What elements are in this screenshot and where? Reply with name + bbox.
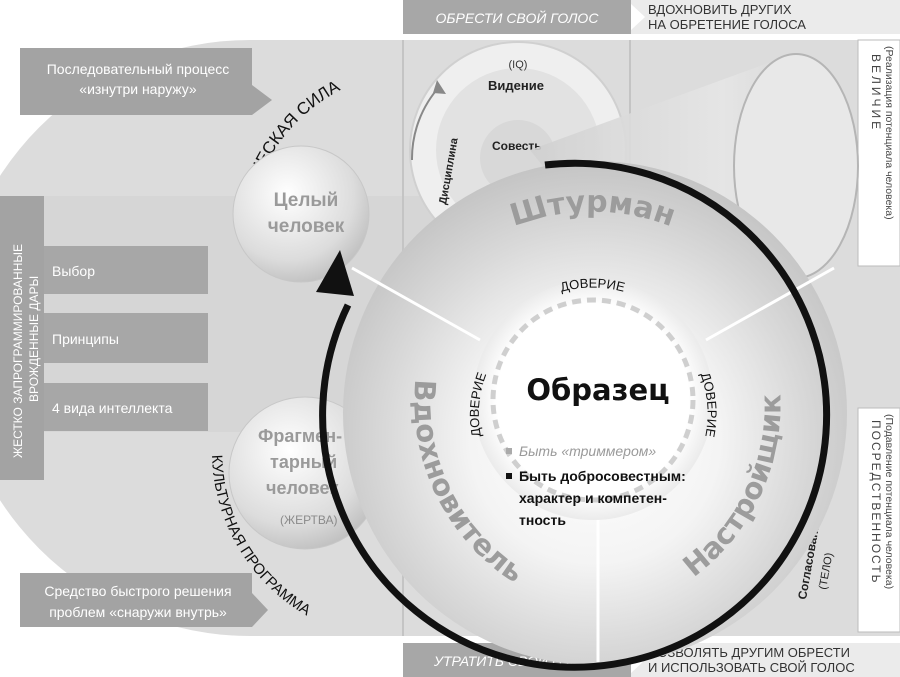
callout-bottom: Средство быстрого решения проблем «снару… bbox=[20, 573, 268, 627]
left-items: Выбор Принципы 4 вида интеллекта bbox=[44, 246, 208, 431]
right-bottom-label: ПОСРЕДСТВЕННОСТЬ (Подавление потенциала … bbox=[857, 407, 900, 633]
top-banner-left: ОБРЕСТИ СВОЙ ГОЛОС bbox=[436, 9, 600, 26]
left-vertical-line1: ЖЕСТКО ЗАПРОГРАММИРОВАННЫЕ bbox=[11, 244, 25, 458]
callout-top: Последовательный процесс «изнутри наружу… bbox=[20, 48, 272, 115]
top-banner-right-1: ВДОХНОВИТЬ ДРУГИХ bbox=[648, 2, 792, 17]
divider-left bbox=[351, 266, 481, 342]
trust-ring bbox=[490, 297, 696, 503]
left-item-choice: Выбор bbox=[52, 263, 95, 279]
main-circle-outline bbox=[319, 159, 831, 671]
right-top-label: ВЕЛИЧИЕ (Реализация потенциала человека) bbox=[857, 39, 900, 267]
bullet2-line2: характер и компетен- bbox=[519, 490, 667, 506]
left-item-intellect: 4 вида интеллекта bbox=[52, 400, 173, 416]
main-circle: Штурман Вдохновитель Настройщик ДОВЕРИЕ … bbox=[316, 159, 847, 671]
greatness-title: ВЕЛИЧИЕ bbox=[869, 54, 883, 132]
inner-iq: (IQ) bbox=[509, 59, 528, 71]
left-item-box bbox=[44, 383, 208, 431]
center-title: Образец bbox=[526, 373, 669, 407]
left-vertical-line2: ВРОЖДЕННЫЕ ДАРЫ bbox=[27, 276, 41, 402]
bullet1-text: Быть «триммером» bbox=[519, 443, 656, 459]
callout-top-line2: «изнутри наружу» bbox=[79, 81, 197, 97]
bullet-black bbox=[506, 473, 512, 479]
whole-person-line1: Целый bbox=[274, 190, 339, 211]
bullet2-line1: Быть добросовестным: bbox=[519, 468, 686, 484]
callout-bottom-line1: Средство быстрого решения bbox=[44, 583, 231, 599]
mediocrity-title: ПОСРЕДСТВЕННОСТЬ bbox=[869, 420, 883, 585]
inner-vision: Видение bbox=[488, 78, 544, 93]
top-banner: ОБРЕСТИ СВОЙ ГОЛОС ВДОХНОВИТЬ ДРУГИХ НА … bbox=[403, 0, 900, 34]
fragment-line3: человек bbox=[266, 478, 339, 498]
fragment-line1: Фрагмен- bbox=[258, 426, 342, 446]
divider-right bbox=[705, 266, 835, 342]
bottom-banner-right-2: И ИСПОЛЬЗОВАТЬ СВОЙ ГОЛОС bbox=[648, 660, 855, 675]
left-item-principles: Принципы bbox=[52, 331, 119, 347]
callout-top-line1: Последовательный процесс bbox=[47, 61, 230, 77]
top-banner-right-2: НА ОБРЕТЕНИЕ ГОЛОСА bbox=[648, 17, 806, 32]
greatness-sub: (Реализация потенциала человека) bbox=[883, 46, 895, 220]
cycle-arrow-head bbox=[316, 250, 354, 296]
bullet2-line3: тность bbox=[519, 512, 566, 528]
left-item-box bbox=[44, 313, 208, 363]
fragment-line2: тарный bbox=[270, 452, 337, 472]
mediocrity-sub: (Подавление потенциала человека) bbox=[883, 414, 895, 589]
callout-bottom-line2: проблем «снаружи внутрь» bbox=[49, 604, 227, 620]
fragment-sub: (ЖЕРТВА) bbox=[280, 513, 337, 527]
bullet-gray bbox=[506, 448, 512, 454]
trust-top: ДОВЕРИЕ bbox=[559, 276, 627, 295]
inner-conscience: Совесть bbox=[492, 139, 542, 153]
whole-person: Целый человек bbox=[232, 145, 370, 283]
left-vertical-label: ЖЕСТКО ЗАПРОГРАММИРОВАННЫЕ ВРОЖДЕННЫЕ ДА… bbox=[0, 196, 44, 480]
left-item-box bbox=[44, 246, 208, 294]
whole-person-line2: человек bbox=[268, 216, 345, 237]
bottom-banner-right-1: ПОЗВОЛЯТЬ ДРУГИМ ОБРЕСТИ bbox=[648, 645, 850, 660]
